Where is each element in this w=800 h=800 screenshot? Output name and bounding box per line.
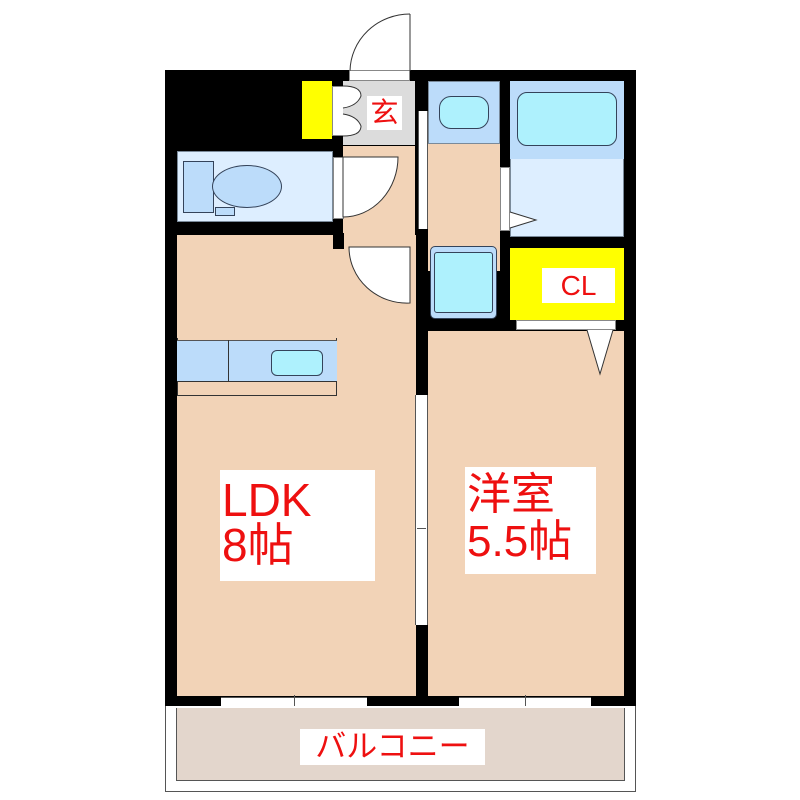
kitchen-sink-icon xyxy=(271,350,323,376)
kitchen-counter-divider xyxy=(228,340,229,382)
washing-machine-pan-icon xyxy=(434,252,493,313)
western-room-label: 洋室 5.5帖 xyxy=(465,467,596,574)
washbasin-icon xyxy=(439,96,489,129)
front-door-opening[interactable] xyxy=(349,70,410,81)
ldk-window-mark xyxy=(294,695,295,709)
closet-door-swing-icon-2 xyxy=(586,329,614,376)
ldk-nook xyxy=(333,233,344,249)
ldk-door-swing-icon xyxy=(348,246,411,304)
ldk-name: LDK xyxy=(222,474,312,526)
bathroom-door-swing-icon xyxy=(509,211,538,229)
western-room-size: 5.5帖 xyxy=(467,517,573,566)
room-partition-sliding-door[interactable] xyxy=(415,395,428,625)
toilet-paper-icon xyxy=(215,207,235,216)
western-room-window-mark xyxy=(525,695,526,709)
closet-door-opening[interactable] xyxy=(516,320,616,330)
ldk-room xyxy=(177,235,416,696)
toilet-door-swing-icon xyxy=(342,156,399,218)
western-room-name: 洋室 xyxy=(467,470,555,519)
ldk-label: LDK 8帖 xyxy=(220,470,375,581)
partition-door-mark xyxy=(417,528,426,529)
bathtub-icon xyxy=(517,92,617,146)
bathroom-door-opening[interactable] xyxy=(500,167,510,231)
ldk-size: 8帖 xyxy=(222,519,294,571)
shoe-cabinet xyxy=(302,81,332,139)
closet-label: CL xyxy=(542,268,615,303)
front-door-swing-icon xyxy=(349,13,411,72)
toilet-bowl-icon xyxy=(212,165,282,208)
toilet-tank-icon xyxy=(183,161,214,213)
washroom-sliding-door[interactable] xyxy=(418,111,428,229)
balcony-label: バルコニー xyxy=(300,729,485,765)
entrance-label: 玄 xyxy=(367,96,402,130)
shoe-cabinet-door-swing-icon xyxy=(342,85,362,137)
